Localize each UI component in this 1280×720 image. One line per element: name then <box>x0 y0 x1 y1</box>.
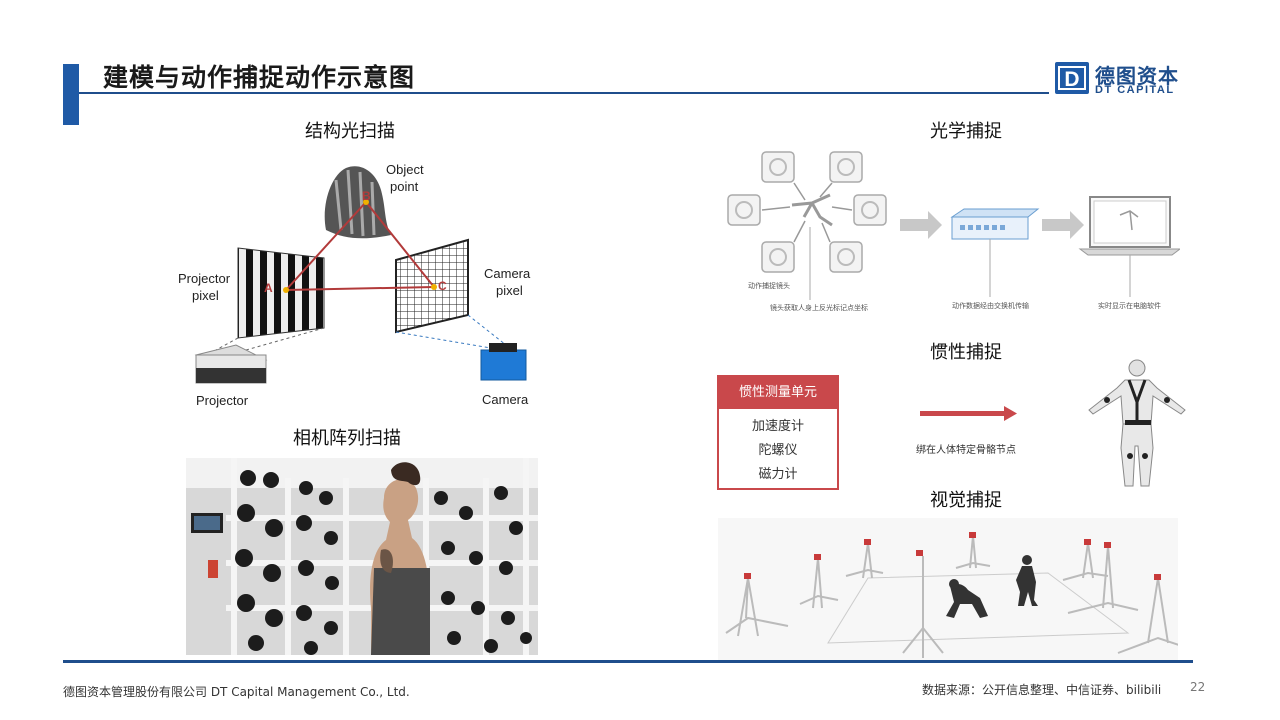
title-accent-bar <box>63 64 79 125</box>
logo-text-cn: 德图资本 <box>1095 64 1179 88</box>
structured-light-title: 结构光扫描 <box>305 121 395 142</box>
projector-pixel-label-line2: pixel <box>192 288 219 303</box>
footer-company: 德图资本管理股份有限公司 DT Capital Management Co., … <box>63 685 410 699</box>
object-label-line2: point <box>390 179 419 194</box>
imu-item-magnetometer: 磁力计 <box>758 467 798 482</box>
optical-capture-diagram: 动作捕捉镜头 镜头获取人身上反光标记点坐标 动作数据经由交换机传输 实时显示在电… <box>720 145 1182 315</box>
object-shape <box>324 166 391 239</box>
projector-pixel-label-line1: Projector <box>178 271 231 286</box>
mocap-suit-figure <box>1085 358 1190 490</box>
camera-array-photo <box>186 458 538 655</box>
footer-rule <box>63 660 1193 663</box>
tripod-camera-icon <box>725 577 789 637</box>
structured-light-diagram: B A C Object point Projector pixel Camer… <box>176 150 556 415</box>
actor-crouching <box>946 583 988 618</box>
imu-item-gyroscope: 陀螺仪 <box>758 443 798 458</box>
imu-item-accelerometer: 加速度计 <box>751 419 804 434</box>
title-underline <box>79 92 1049 94</box>
logo-text-en: DT CAPITAL <box>1095 84 1175 96</box>
mocap-camera-icon <box>761 151 795 183</box>
camera-device-icon <box>480 349 527 381</box>
object-label-line1: Object <box>386 162 424 177</box>
inertial-capture-title: 惯性捕捉 <box>930 342 1002 363</box>
imu-title: 惯性测量单元 <box>719 377 837 409</box>
page-title: 建模与动作捕捉动作示意图 <box>103 63 416 92</box>
camera-label: Camera <box>482 392 529 407</box>
inertial-arrow-label: 绑在人体特定骨骼节点 <box>916 445 1016 456</box>
optical-step1-label: 镜头获取人身上反光标记点坐标 <box>770 304 868 312</box>
point-c-label: C <box>438 279 447 293</box>
point-a-label: A <box>264 281 273 295</box>
imu-box: 惯性测量单元 加速度计 陀螺仪 磁力计 <box>717 375 839 490</box>
optical-step3-label: 实时显示在电脑软件 <box>1098 302 1161 310</box>
camera-pixel-label-line2: pixel <box>496 283 523 298</box>
visual-capture-scene <box>718 518 1189 660</box>
flow-arrow-1 <box>900 211 942 239</box>
point-b-label: B <box>362 189 371 203</box>
optical-camera-label: 动作捕捉镜头 <box>748 282 790 290</box>
page-number: 22 <box>1190 680 1206 694</box>
logo-mark-letter: D <box>1064 68 1079 91</box>
flow-arrow-2 <box>1042 211 1084 239</box>
camera-array-title: 相机阵列扫描 <box>293 428 401 449</box>
actor-standing <box>1016 566 1038 606</box>
inertial-arrow-icon <box>920 406 1020 422</box>
optical-step2-label: 动作数据经由交换机传输 <box>952 302 1029 310</box>
footer-source: 数据来源：公开信息整理、中信证券、bilibili <box>922 683 1162 697</box>
visual-capture-title: 视觉捕捉 <box>930 490 1002 511</box>
projector-label: Projector <box>196 393 249 408</box>
logo-mark-icon: D <box>1055 62 1089 94</box>
optical-capture-title: 光学捕捉 <box>930 121 1002 142</box>
camera-pixel-label-line1: Camera <box>484 266 531 281</box>
